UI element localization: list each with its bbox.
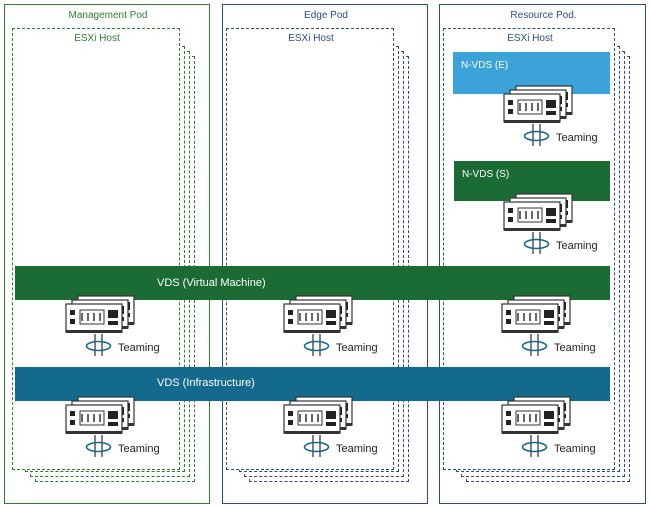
teaming-label: Teaming	[556, 132, 598, 144]
nic-card	[501, 303, 559, 333]
management-pod: Management Pod	[4, 4, 210, 504]
teaming-label: Teaming	[336, 443, 378, 455]
teaming-ring-icon	[521, 334, 548, 356]
nic-teaming-group: Teaming	[280, 396, 395, 461]
nic-teaming-group: Teaming	[62, 295, 177, 360]
esxi-host-label: ESXi Host	[288, 33, 334, 44]
nic-card-stack-icon	[501, 396, 571, 457]
nic-card-stack-icon	[503, 85, 573, 146]
teaming-ring-icon	[521, 435, 548, 457]
vds-infrastructure-label: VDS (Infrastructure)	[157, 377, 255, 389]
nic-card-stack-icon	[501, 295, 571, 356]
nic-card-stack-icon	[65, 396, 135, 457]
teaming-ring-icon	[303, 435, 330, 457]
pod-title: Edge Pod	[304, 10, 348, 21]
teaming-ring-icon	[523, 124, 550, 146]
nic-card	[501, 404, 559, 434]
nic-teaming-group: Teaming	[280, 295, 395, 360]
nic-teaming-group: Teaming	[62, 396, 177, 461]
nvds-e-label: N-VDS (E)	[461, 60, 509, 71]
teaming-ring-icon	[303, 334, 330, 356]
esxi-host-label: ESXi Host	[74, 33, 120, 44]
nic-card	[65, 404, 123, 434]
nic-teaming-group: Teaming	[500, 193, 615, 258]
edge-pod: Edge Pod	[222, 4, 428, 504]
vds-virtual-machine-bar: VDS (Virtual Machine)	[15, 266, 610, 300]
teaming-label: Teaming	[118, 342, 160, 354]
teaming-label: Teaming	[554, 443, 596, 455]
teaming-ring-icon	[85, 334, 112, 356]
nic-teaming-group: Teaming	[500, 85, 615, 150]
nic-card-stack-icon	[503, 193, 573, 254]
pod-title: Resource Pod.	[510, 10, 577, 21]
nic-card-stack-icon	[65, 295, 135, 356]
nic-card	[65, 303, 123, 333]
resource-pod: Resource Pod.	[439, 4, 646, 504]
nic-card	[503, 201, 561, 231]
nic-card-stack-icon	[283, 295, 353, 356]
nic-card	[283, 404, 341, 434]
nic-teaming-group: Teaming	[498, 396, 613, 461]
vds-virtual-machine-label: VDS (Virtual Machine)	[157, 277, 266, 289]
nic-card	[503, 93, 561, 123]
teaming-ring-icon	[85, 435, 112, 457]
nvds-s-label: N-VDS (S)	[462, 169, 510, 180]
pod-title: Management Pod	[68, 10, 148, 21]
nic-card-stack-icon	[283, 396, 353, 457]
teaming-label: Teaming	[336, 342, 378, 354]
esxi-host-label: ESXi Host	[507, 33, 553, 44]
teaming-ring-icon	[523, 232, 550, 254]
nic-card	[283, 303, 341, 333]
teaming-label: Teaming	[556, 240, 598, 252]
nic-teaming-group: Teaming	[498, 295, 613, 360]
teaming-label: Teaming	[554, 342, 596, 354]
teaming-label: Teaming	[118, 443, 160, 455]
vds-infrastructure-bar: VDS (Infrastructure)	[15, 367, 610, 401]
